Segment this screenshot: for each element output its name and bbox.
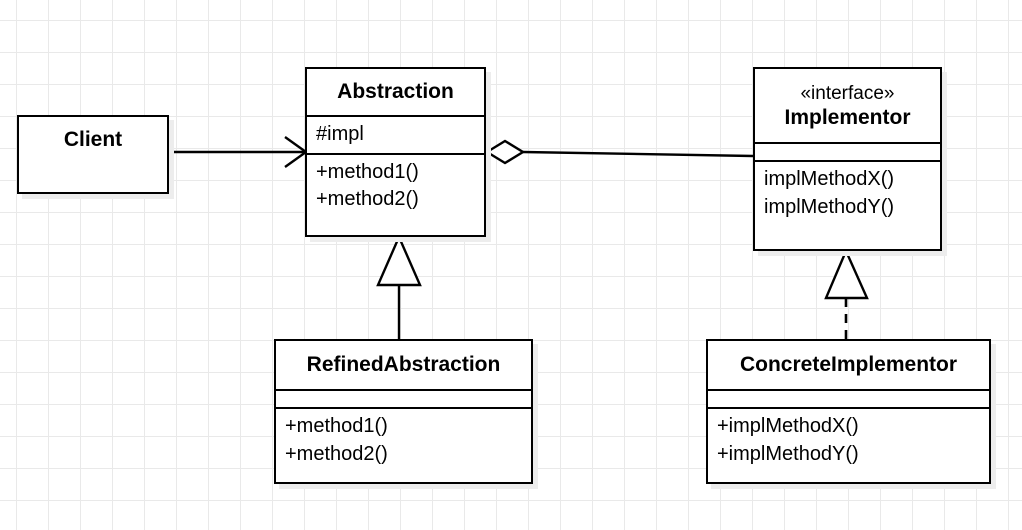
class-operation: +method2() (316, 188, 419, 211)
class-title-compartment: Abstraction (307, 69, 484, 115)
class-operation: implMethodX() (764, 168, 895, 190)
class-attributes-compartment: #impl (307, 115, 484, 153)
class-box-refined-abstraction[interactable]: RefinedAbstraction +method1() +method2() (274, 339, 533, 484)
edge-line-abstraction-implementor (522, 150, 754, 158)
class-name-refined-abstraction: RefinedAbstraction (306, 353, 501, 377)
edge-refined-to-abstraction (376, 234, 422, 339)
class-box-client[interactable]: Client (17, 115, 169, 194)
class-title-compartment: «interface» Implementor (755, 69, 940, 142)
class-box-abstraction[interactable]: Abstraction #impl +method1() +method2() (305, 67, 486, 237)
class-operation: implMethodY() (764, 195, 895, 218)
class-attributes-compartment (755, 142, 940, 160)
class-title-compartment: ConcreteImplementor (708, 341, 989, 389)
class-operations-compartment: +method1() +method2() (307, 152, 484, 218)
class-operations-compartment: +method1() +method2() (276, 407, 531, 472)
class-attributes-compartment (276, 389, 531, 407)
class-title-compartment: RefinedAbstraction (276, 341, 531, 389)
class-operations-compartment: implMethodX() implMethodY() (755, 160, 940, 225)
hollow-diamond-icon (484, 139, 526, 165)
class-name-implementor: Implementor (784, 105, 911, 129)
class-operation: +implMethodX() (717, 415, 859, 437)
class-operations-compartment: +implMethodX() +implMethodY() (708, 407, 989, 472)
class-operation: +method1() (285, 415, 388, 437)
class-attribute: #impl (316, 123, 364, 145)
edge-client-to-abstraction (169, 136, 309, 168)
class-operation: +implMethodY() (717, 442, 859, 465)
class-name-abstraction: Abstraction (337, 80, 454, 104)
class-stereotype-implementor: «interface» (800, 82, 895, 104)
class-name-concrete-implementor: ConcreteImplementor (739, 353, 958, 377)
class-title-compartment: Client (19, 117, 167, 192)
class-box-implementor[interactable]: «interface» Implementor implMethodX() im… (753, 67, 942, 251)
edge-abstraction-to-implementor (484, 139, 754, 165)
edge-concrete-to-implementor (824, 247, 869, 339)
hollow-triangle-icon (824, 247, 869, 300)
class-box-concrete-implementor[interactable]: ConcreteImplementor +implMethodX() +impl… (706, 339, 991, 484)
class-operation: +method2() (285, 442, 388, 465)
class-attributes-compartment (708, 389, 989, 407)
class-name-client: Client (63, 128, 123, 151)
hollow-triangle-icon (376, 234, 422, 287)
class-operation: +method1() (316, 160, 419, 183)
